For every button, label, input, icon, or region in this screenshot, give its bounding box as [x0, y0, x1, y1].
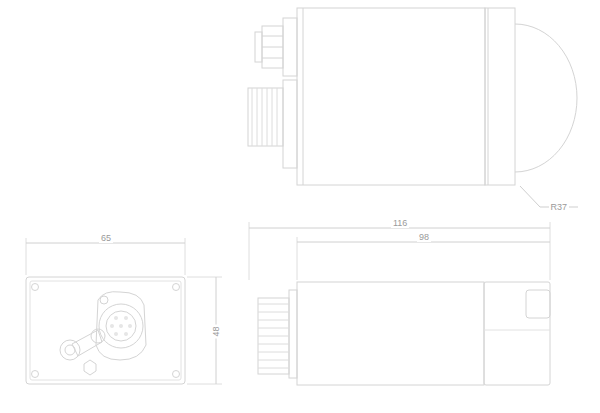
radius-dimension: R37 — [549, 203, 570, 212]
front-view — [26, 238, 222, 384]
height-dimension: 48 — [212, 324, 221, 338]
top-view — [248, 8, 578, 207]
side-view — [249, 222, 550, 385]
length-dimension: 116 — [391, 219, 409, 228]
width-dimension: 65 — [99, 234, 113, 243]
length-dimension: 98 — [417, 233, 431, 242]
